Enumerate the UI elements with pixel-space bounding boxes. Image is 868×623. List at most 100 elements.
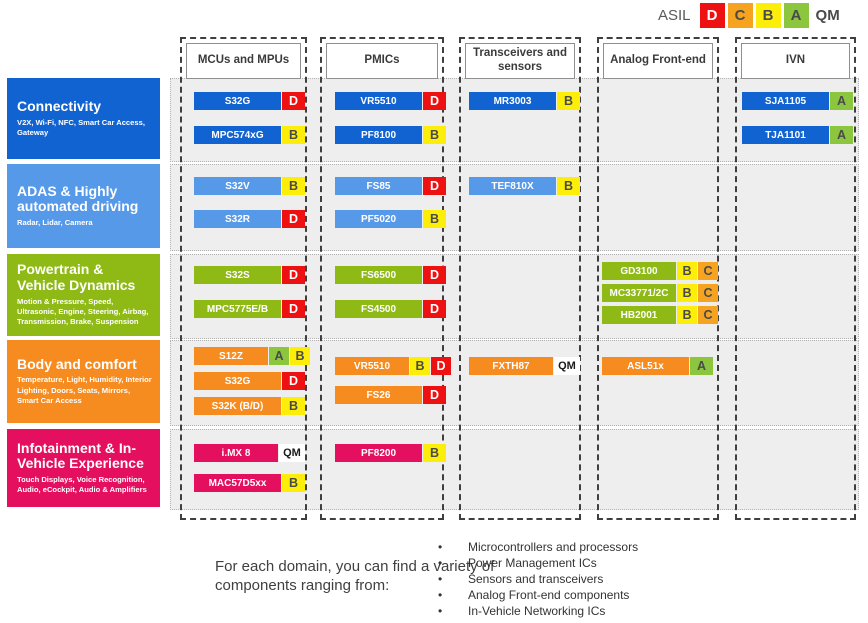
footer-bullet-item: •Sensors and transceivers xyxy=(438,571,638,587)
footer-bullet-item: •In-Vehicle Networking ICs xyxy=(438,603,638,619)
asil-badge-B: B xyxy=(423,126,446,144)
product-chip-label: i.MX 8 xyxy=(194,444,278,462)
product-chip-label: PF8100 xyxy=(335,126,422,144)
product-chip-label: S32S xyxy=(194,266,281,284)
asil-badge-B: B xyxy=(282,126,305,144)
asil-badge-A: A xyxy=(690,357,713,375)
footer-intro-text: For each domain, you can find a variety … xyxy=(215,558,495,594)
footer-bullet-item: •Analog Front-end components xyxy=(438,587,638,603)
column-ivn: IVN xyxy=(735,37,856,520)
domain-subtitle: Temperature, Light, Humidity, Interior L… xyxy=(17,375,152,405)
asil-badge-B: B xyxy=(677,262,697,280)
asil-legend-qm-label: QM xyxy=(815,7,840,24)
asil-badge-QM: QM xyxy=(554,357,580,375)
asil-badge-D: D xyxy=(282,92,305,110)
column-header-pmics: PMICs xyxy=(326,43,438,79)
asil-badge-B: B xyxy=(290,347,310,365)
domain-title: Body and comfort xyxy=(17,355,137,372)
footer-bullet-text: Sensors and transceivers xyxy=(468,572,604,586)
asil-badge-C: C xyxy=(698,306,718,324)
product-chip-label: HB2001 xyxy=(602,306,676,324)
asil-badge-D: D xyxy=(423,177,446,195)
product-chip-label: S32G xyxy=(194,92,281,110)
column-transceivers: Transceivers and sensors xyxy=(459,37,581,520)
footer-bullet-text: Power Management ICs xyxy=(468,556,597,570)
column-mcus: MCUs and MPUs xyxy=(180,37,307,520)
footer-bullet-text: In-Vehicle Networking ICs xyxy=(468,604,606,618)
product-chip-label: MAC57D5xx xyxy=(194,474,281,492)
footer-bullet-list: • Microcontrollers and processors• Power M… xyxy=(438,539,638,619)
asil-badge-D: D xyxy=(282,300,305,318)
footer-bullet-text: Microcontrollers and processors xyxy=(468,540,639,554)
asil-badge-D: D xyxy=(431,357,451,375)
asil-badge-B: B xyxy=(282,177,305,195)
asil-badge-D: D xyxy=(423,266,446,284)
asil-badge-D: D xyxy=(282,372,305,390)
bullet-dot: • xyxy=(438,540,443,554)
asil-badge-C: C xyxy=(698,262,718,280)
asil-badge-D: D xyxy=(423,92,446,110)
domain-subtitle: Touch Displays, Voice Recognition, Audio… xyxy=(17,474,147,495)
asil-legend-box-C: C xyxy=(727,3,753,28)
asil-badge-B: B xyxy=(423,444,446,462)
asil-legend-box-D: D xyxy=(699,3,725,28)
asil-badge-B: B xyxy=(557,92,580,110)
product-chip-label: S12Z xyxy=(194,347,268,365)
product-chip-label: MPC574xG xyxy=(194,126,281,144)
asil-badge-QM: QM xyxy=(279,444,305,462)
product-chip-label: FS26 xyxy=(335,386,422,404)
asil-badge-B: B xyxy=(677,284,697,302)
product-chip-label: S32G xyxy=(194,372,281,390)
asil-badge-B: B xyxy=(282,474,305,492)
product-chip-label: S32V xyxy=(194,177,281,195)
product-chip-label: FS85 xyxy=(335,177,422,195)
domain-title: Powertrain & Vehicle Dynamics xyxy=(17,261,136,294)
column-header-ivn: IVN xyxy=(741,43,850,79)
domain-subtitle: V2X, Wi-Fi, NFC, Smart Car Access, Gatew… xyxy=(17,117,145,137)
asil-legend-box-A: A xyxy=(783,3,809,28)
footer-bullet-item: • Microcontrollers and processors xyxy=(438,539,638,555)
asil-badge-B: B xyxy=(423,210,446,228)
product-chip-label: MR3003 xyxy=(469,92,556,110)
domain-subtitle: Radar, Lidar, Camera xyxy=(17,218,93,228)
product-chip-label: TEF810X xyxy=(469,177,556,195)
product-chip-label: FS6500 xyxy=(335,266,422,284)
product-chip-label: FXTH87 xyxy=(469,357,553,375)
product-chip-label: S32K (B/D) xyxy=(194,397,281,415)
asil-badge-B: B xyxy=(410,357,430,375)
